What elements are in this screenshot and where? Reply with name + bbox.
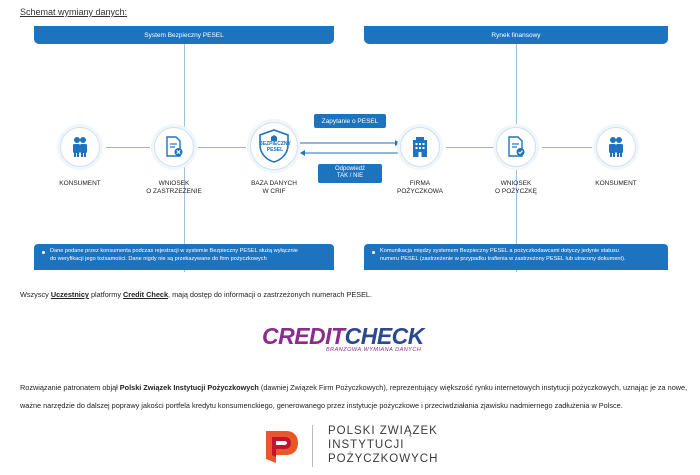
connector-4	[446, 147, 494, 148]
label-konsument-left: KONSUMENT	[59, 180, 101, 187]
connector-5	[542, 147, 592, 148]
uczestnicy-link[interactable]: Uczestnicy	[50, 290, 89, 299]
label-firma-pozyczkowa: FIRMA POŻYCZKOWA	[397, 180, 443, 195]
wniosek-zastrzezenie-node	[154, 127, 194, 167]
consumers-icon	[73, 137, 87, 157]
wniosek-pozyczke-node	[496, 127, 536, 167]
paragraph-purpose: ważne narzędzie do dalszej poprawy jakoś…	[20, 401, 623, 410]
creditcheck-logo: CREDITCHECK BRANŻOWA WYMIANA DANYCH	[262, 324, 438, 358]
creditcheck-tagline: BRANŻOWA WYMIANA DANYCH	[326, 347, 422, 353]
pzip-logo: POLSKI ZWIĄZEK INSTYTUCJI POŻYCZKOWYCH	[262, 421, 452, 471]
note-left: Dane podane przez konsumenta podczas rej…	[34, 244, 334, 270]
label-wniosek-zastrzezenie: WNIOSEK O ZASTRZEŻENIE	[146, 180, 202, 195]
creditcheck-wordmark: CREDITCHECK	[262, 323, 424, 349]
document-x-icon	[166, 136, 183, 157]
paragraph-participants: Wszyscy Uczestnicy platformy Credit Chec…	[20, 290, 373, 299]
query-box: Zapytanie o PESEL	[314, 114, 386, 128]
diagram-heading: Schemat wymiany danych:	[20, 7, 128, 17]
label-konsument-right: KONSUMENT	[595, 180, 637, 187]
consumers-icon	[609, 137, 623, 157]
label-baza-danych: BAZA DANYCH W CRIF	[251, 180, 297, 195]
band-system-bezpieczny-pesel: System Bezpieczny PESEL	[34, 26, 334, 44]
firma-pozyczkowa-node	[400, 127, 440, 167]
arrow-left-icon	[300, 150, 400, 156]
pzip-mark-icon	[266, 431, 298, 463]
document-check-icon	[508, 136, 525, 157]
answer-box: Odpowiedź TAK / NIE	[318, 164, 382, 183]
label-wniosek-pozyczke: WNIOSEK O POŻYCZKĘ	[495, 180, 537, 195]
arrow-right-icon	[300, 140, 400, 146]
note-right: Komunikacja między systemem Bezpieczny P…	[364, 244, 668, 270]
connector-2	[198, 147, 246, 148]
baza-danych-node: BEZPIECZNY PESEL	[250, 122, 298, 170]
paragraph-patronage: Rozwiązanie patronatem objął Polski Zwią…	[20, 383, 688, 392]
consumer-left-node	[60, 127, 100, 167]
band-rynek-finansowy: Rynek finansowy	[364, 26, 668, 44]
connector-1	[106, 147, 150, 148]
building-icon	[413, 137, 427, 157]
pzip-wordmark: POLSKI ZWIĄZEK INSTYTUCJI POŻYCZKOWYCH	[328, 425, 439, 465]
consumer-right-node	[596, 127, 636, 167]
credit-check-link[interactable]: Credit Check	[123, 290, 169, 299]
shield-icon	[259, 129, 289, 163]
shield-text: BEZPIECZNY PESEL	[259, 141, 291, 153]
pzip-divider	[312, 425, 313, 467]
